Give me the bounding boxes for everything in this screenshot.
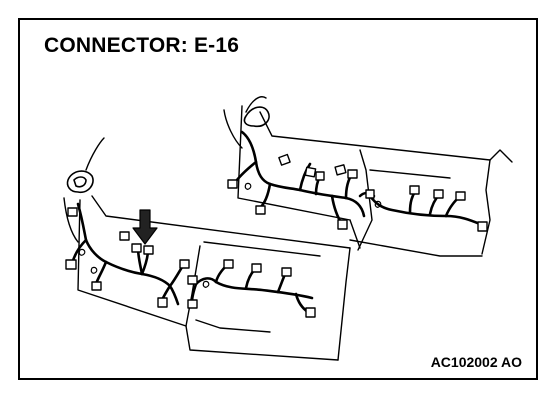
front-mirror-mount <box>66 170 94 194</box>
front-connectors <box>65 207 316 318</box>
diagram-frame: CONNECTOR: E-16 <box>18 18 538 380</box>
harness-clips <box>78 182 382 288</box>
figure-code: AC102002 AO <box>430 354 522 370</box>
rear-mirror-mount <box>243 106 270 128</box>
diagram-title: CONNECTOR: E-16 <box>44 34 240 57</box>
down-arrow-icon <box>132 209 158 245</box>
rear-door-outline <box>223 96 513 257</box>
wiring-illustration <box>63 96 513 361</box>
rear-connectors <box>227 153 488 232</box>
front-door-harness <box>70 202 314 314</box>
front-door-outline <box>63 137 351 361</box>
